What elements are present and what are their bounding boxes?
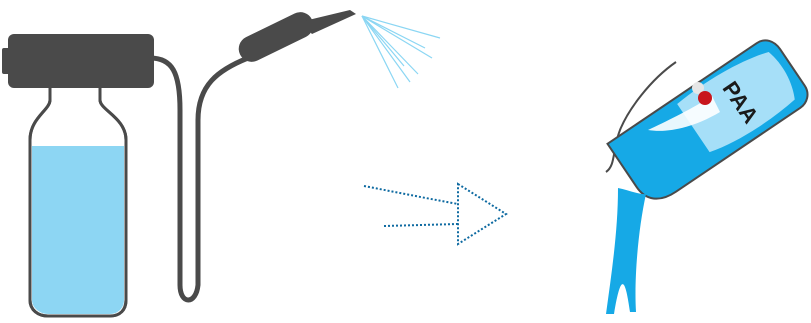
sprayer-side-tab — [2, 48, 12, 74]
dotted-arrow-icon — [364, 184, 506, 244]
pouring-pouch-icon: PAA — [606, 34, 811, 314]
spray-bottle-icon — [2, 8, 440, 316]
spray-nozzle — [234, 8, 356, 66]
arrow-head — [458, 184, 506, 244]
arrow-lower-shaft — [384, 224, 458, 226]
arrow-upper-shaft — [364, 186, 458, 204]
sprayer-head — [8, 34, 154, 88]
molecule-bead — [698, 91, 712, 105]
spray-mist — [362, 16, 440, 88]
bottle-liquid — [32, 146, 124, 314]
liquid-stream — [606, 188, 646, 314]
hose — [150, 58, 248, 300]
